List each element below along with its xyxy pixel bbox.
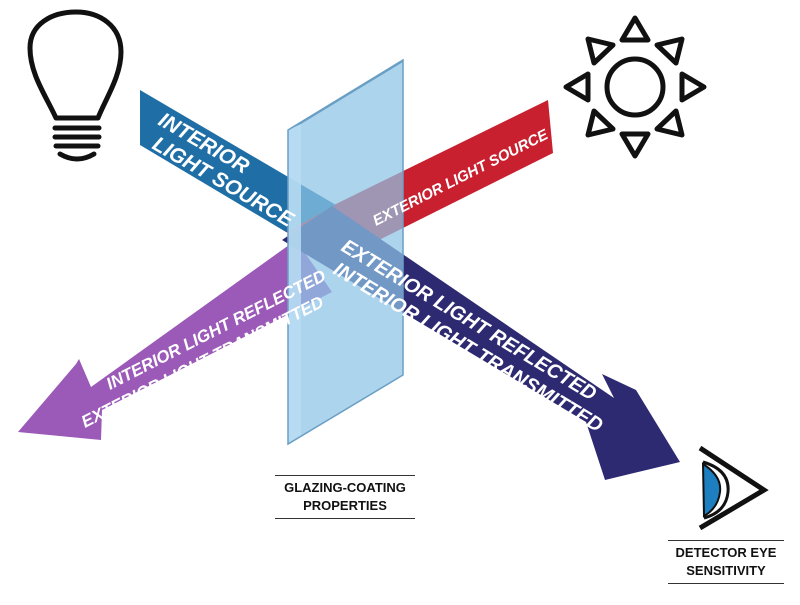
eye-icon [698, 445, 769, 531]
light-bulb-icon [27, 9, 124, 162]
glazing-caption-line1: GLAZING-COATING [284, 480, 406, 495]
interior-reflected-arrow [18, 240, 332, 440]
detector-eye-caption: DETECTOR EYE SENSITIVITY [668, 540, 784, 584]
detector-caption-line1: DETECTOR EYE [675, 545, 777, 560]
sun-icon [563, 15, 707, 159]
glazing-caption-line2: PROPERTIES [303, 498, 387, 513]
interior-light-source-band [140, 90, 336, 232]
glazing-pane [287, 58, 404, 446]
glazing-coating-caption: GLAZING-COATING PROPERTIES [275, 475, 415, 519]
detector-caption-line2: SENSITIVITY [686, 563, 766, 578]
